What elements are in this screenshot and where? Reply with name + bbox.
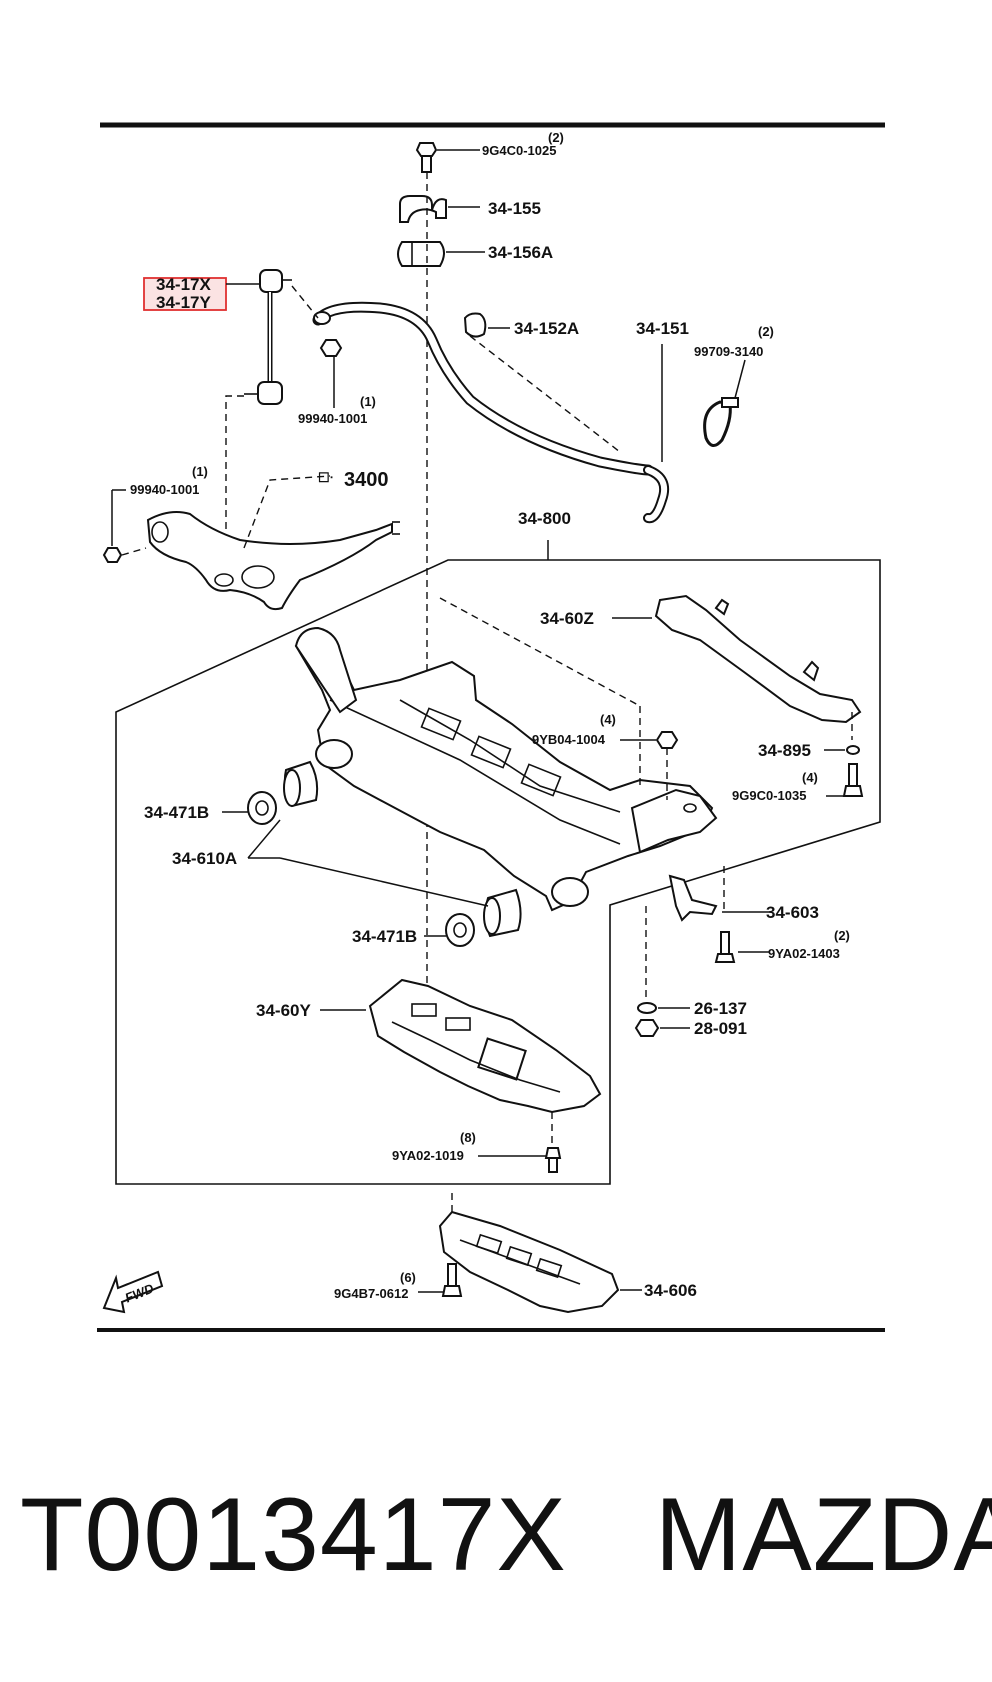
fwd-arrow-icon (102, 1270, 164, 1314)
label-3400: 3400 (344, 469, 389, 491)
label-9yb04-1004: 9YB04-1004 (532, 732, 606, 747)
label-34-156a: 34-156A (488, 243, 553, 262)
label-34-60z: 34-60Z (540, 609, 594, 628)
bracket-34-603 (668, 874, 718, 922)
nut-99940-lower (102, 547, 123, 563)
bolt-9ya02-1019 (544, 1147, 562, 1173)
bolt-9g4c0 (415, 142, 438, 173)
label-99940-1001-a: 99940-1001 (298, 411, 367, 426)
washer-26-137 (637, 1002, 657, 1014)
label-34-151: 34-151 (636, 319, 689, 338)
washer-34-895 (846, 745, 860, 755)
band-clamp (703, 400, 732, 447)
label-26-137: 26-137 (694, 999, 747, 1018)
label-34-603: 34-603 (766, 903, 819, 922)
bolt-9g9c0 (842, 763, 864, 797)
label-34-610a: 34-610A (172, 849, 237, 868)
label-34-17y: 34-17Y (156, 293, 211, 312)
washer-34-471b-lower (445, 913, 475, 947)
bushing-34-610a-lower (483, 888, 522, 938)
label-99940-1001-b: 99940-1001 (130, 482, 199, 497)
nut-28-091 (634, 1019, 660, 1037)
bushing-34-610a-upper (283, 760, 319, 808)
svg-text:☐ᐧ: ☐ᐧ (318, 470, 333, 485)
brand-name: MAZDA (654, 1476, 992, 1593)
bushing-34-156a (397, 241, 445, 267)
washer-34-471b-upper (247, 791, 277, 825)
label-9ya02-1403: 9YA02-1403 (768, 946, 840, 961)
label-9g4c0-qty: (2) (548, 130, 564, 145)
group-outline-34-800 (115, 559, 881, 1185)
bracket-34-155 (399, 195, 447, 223)
lower-arm-3400 (146, 511, 393, 611)
label-34-152a: 34-152A (514, 319, 579, 338)
highlight-box (143, 277, 227, 311)
label-9yb04-qty: (4) (600, 712, 616, 727)
bolt-9g4b7 (441, 1263, 463, 1297)
label-9g4b7-qty: (6) (400, 1270, 416, 1285)
bracket-34-60z (654, 594, 862, 724)
label-28-091: 28-091 (694, 1019, 747, 1038)
label-34-606: 34-606 (644, 1281, 697, 1300)
nut-9yb04 (655, 731, 679, 749)
label-9g9c0-qty: (4) (802, 770, 818, 785)
label-34-471b-upper: 34-471B (144, 803, 209, 822)
stabilizer-link (244, 269, 292, 405)
label-99940-qty-b: (1) (192, 464, 208, 479)
label-99709-3140: 99709-3140 (694, 344, 763, 359)
bushing-34-152a (463, 312, 487, 338)
part-caption: T0013417X MAZDA (20, 1477, 992, 1593)
label-9g4c0-1025: 9G4C0-1025 (482, 143, 556, 158)
label-34-895: 34-895 (758, 741, 811, 760)
label-9ya02-1403-qty: (2) (834, 928, 850, 943)
crossmember (294, 628, 714, 912)
label-34-155: 34-155 (488, 199, 541, 218)
part-number: T0013417X (20, 1476, 567, 1593)
label-34-471b-lower: 34-471B (352, 927, 417, 946)
label-99709-qty: (2) (758, 324, 774, 339)
label-9ya02-1019-qty: (8) (460, 1130, 476, 1145)
label-9g9c0-1035: 9G9C0-1035 (732, 788, 806, 803)
label-34-60y: 34-60Y (256, 1001, 311, 1020)
bolt-9ya02-1403 (714, 931, 736, 963)
label-99940-qty-a: (1) (360, 394, 376, 409)
nut-99940-upper (319, 339, 343, 357)
label-9ya02-1019: 9YA02-1019 (392, 1148, 464, 1163)
label-34-17x: 34-17X (156, 275, 211, 294)
label-34-800: 34-800 (518, 509, 571, 528)
label-9g4b7-0612: 9G4B7-0612 (334, 1286, 408, 1301)
